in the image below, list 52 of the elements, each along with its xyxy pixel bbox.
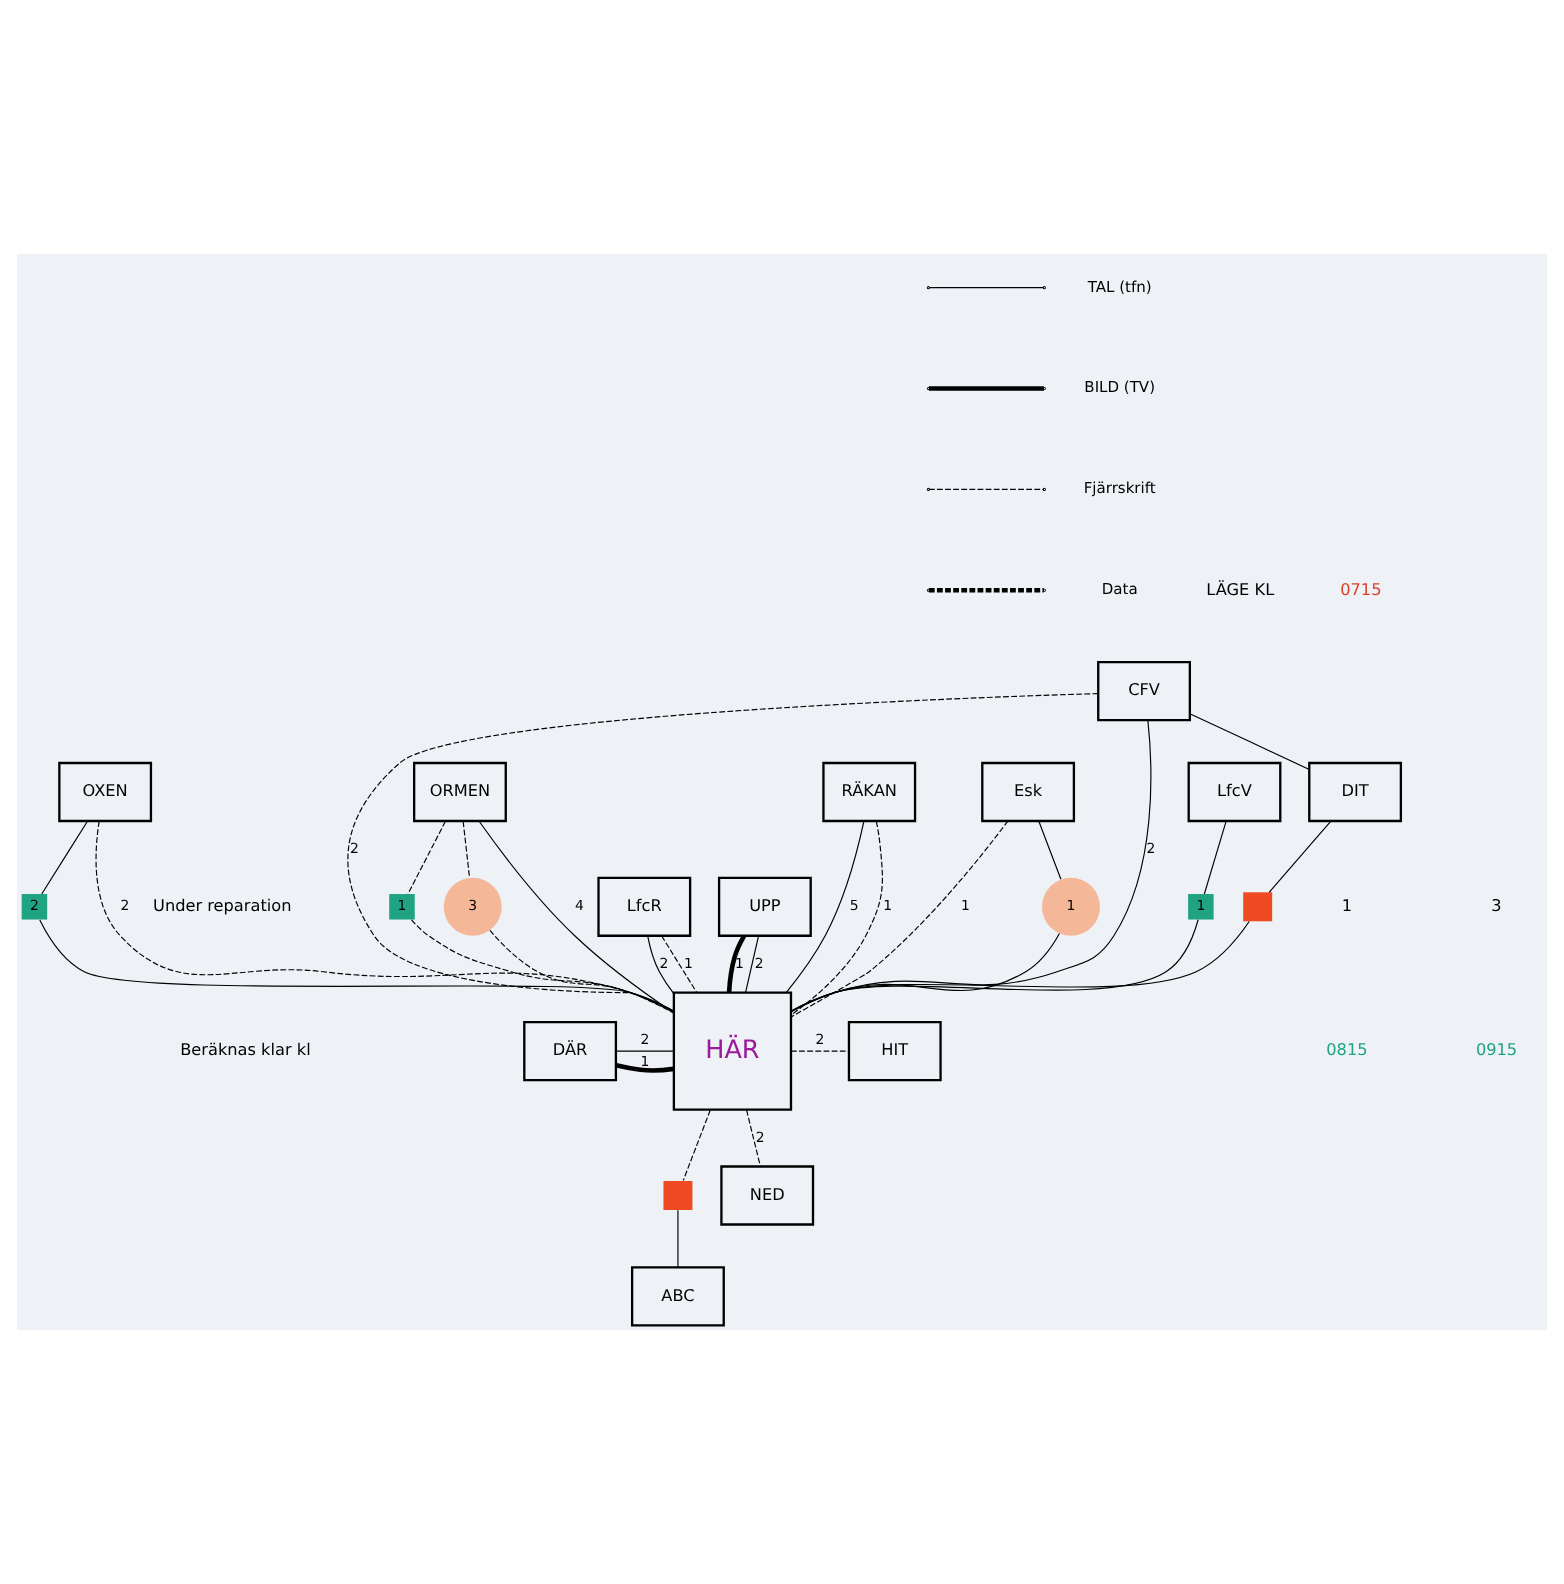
connector — [410, 919, 675, 1014]
connector — [407, 820, 446, 895]
node-box: RÄKAN — [822, 761, 917, 823]
node-box: UPP — [717, 876, 812, 937]
connector — [1203, 820, 1227, 895]
connector — [790, 820, 883, 1016]
node-box: DÄR — [523, 1021, 618, 1082]
connector — [745, 935, 760, 993]
connector — [647, 935, 675, 995]
connector — [726, 934, 747, 993]
connector — [41, 820, 88, 895]
label: 0715 — [1340, 578, 1382, 599]
label: LÄGE KL — [1206, 578, 1275, 599]
connector — [95, 820, 675, 1012]
node-box: Esk — [981, 761, 1076, 823]
connector — [462, 820, 471, 879]
connector — [489, 929, 674, 1014]
node-box: LfcR — [597, 876, 692, 937]
node-box: HÄR — [672, 991, 793, 1111]
label: 3 — [1491, 895, 1502, 916]
connector — [478, 820, 675, 1014]
connector — [790, 719, 1152, 1012]
label: 0915 — [1475, 1039, 1518, 1060]
node-box: ABC — [631, 1266, 725, 1327]
connector — [790, 820, 1009, 1018]
connector — [1268, 820, 1332, 893]
connector — [790, 932, 1060, 1013]
label: Beräknas klar kl — [180, 1039, 311, 1060]
node-box: ORMEN — [413, 761, 507, 823]
connector — [790, 1050, 850, 1052]
connector — [1189, 713, 1310, 771]
connector — [1038, 820, 1062, 880]
node-box: CFV — [1097, 661, 1191, 722]
node-box: NED — [720, 1165, 815, 1226]
connector — [661, 935, 698, 993]
node-box: HIT — [847, 1021, 942, 1082]
label: 1 — [1341, 895, 1353, 916]
connector — [677, 1209, 679, 1268]
connector — [682, 1109, 711, 1182]
connector — [615, 1050, 675, 1052]
node-box — [1243, 892, 1273, 922]
label: 0815 — [1326, 1039, 1368, 1060]
label: Under reparation — [153, 895, 292, 916]
connector — [347, 692, 1099, 1013]
connector — [39, 919, 675, 1012]
node-box: OXEN — [58, 761, 153, 823]
node-box: LfcV — [1187, 761, 1282, 823]
node-box: DIT — [1308, 761, 1403, 823]
node-box — [663, 1181, 693, 1210]
connector — [746, 1109, 761, 1167]
connector — [615, 1062, 674, 1073]
connector — [785, 820, 865, 993]
